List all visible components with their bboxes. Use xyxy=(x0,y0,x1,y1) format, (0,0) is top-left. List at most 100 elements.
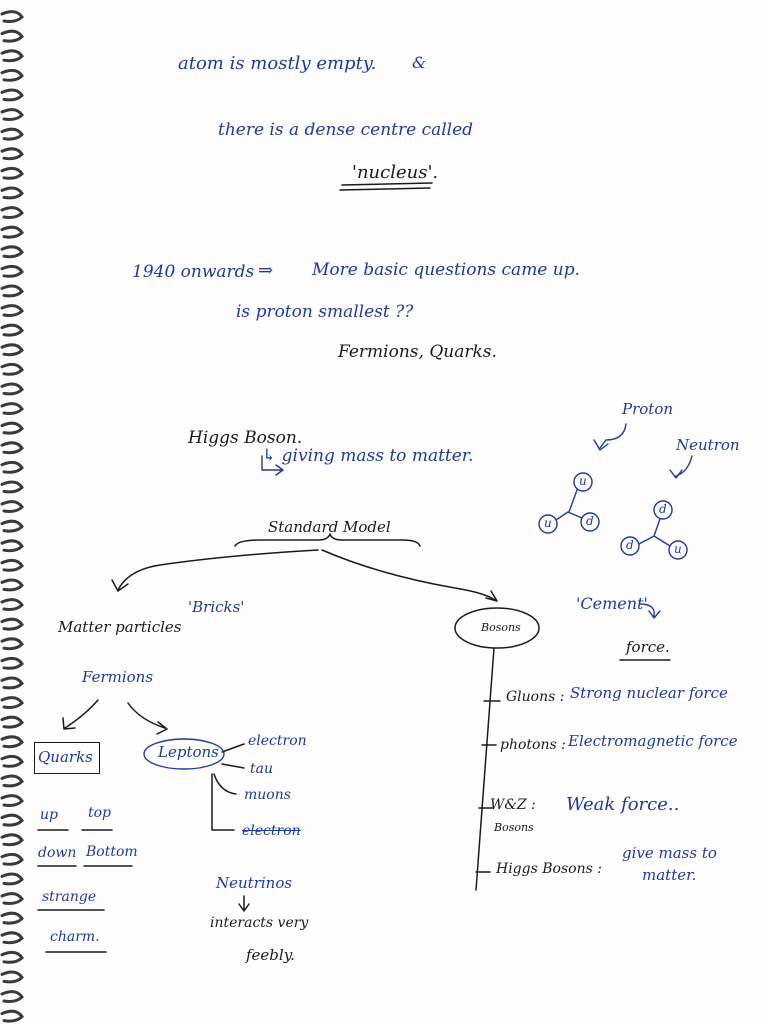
bricks-label: 'Bricks' xyxy=(188,598,245,616)
spiral-coil xyxy=(0,598,24,611)
spiral-coil xyxy=(0,49,24,63)
spiral-coil xyxy=(0,833,24,847)
lepton-branch-last xyxy=(211,773,235,831)
bosons-label: Bosons xyxy=(481,621,521,634)
boson-higgs-desc-2: matter. xyxy=(642,866,697,884)
spiral-coil xyxy=(0,108,24,121)
boson-higgs: Higgs Bosons : xyxy=(496,861,602,877)
matter-particles-label: Matter particles xyxy=(58,618,182,636)
note-atom-empty: atom is mostly empty. xyxy=(178,53,377,74)
neutron-bonds xyxy=(638,518,671,547)
spiral-coil xyxy=(0,578,24,592)
note-proton-smallest: is proton smallest ?? xyxy=(236,302,414,322)
proton-quark-right xyxy=(580,512,600,532)
spiral-coil xyxy=(0,852,24,866)
quarks-label: Quarks xyxy=(38,748,93,766)
spiral-coil xyxy=(0,813,24,827)
spiral-coil xyxy=(0,558,24,572)
spiral-coil xyxy=(0,1009,24,1023)
quark-down: down xyxy=(38,845,77,861)
spiral-coil xyxy=(0,500,24,513)
proton-quark-left xyxy=(538,514,558,534)
spiral-binding xyxy=(0,10,24,1023)
boson-wz-desc: Weak force.. xyxy=(566,794,680,815)
spiral-coil xyxy=(0,774,24,788)
proton-label: Proton xyxy=(622,400,674,418)
branch-right-curve xyxy=(321,549,496,601)
proton-bonds xyxy=(555,489,583,521)
spiral-coil xyxy=(0,68,24,82)
spiral-coil xyxy=(0,441,24,455)
fermions-label: Fermions xyxy=(82,668,154,686)
leptons-ellipse xyxy=(143,738,225,770)
spiral-coil xyxy=(0,460,24,474)
neutron-quark-u: u xyxy=(674,542,682,556)
spiral-coil xyxy=(0,696,24,709)
spiral-coil xyxy=(0,382,24,396)
standard-model-title: Standard Model xyxy=(268,518,391,536)
spiral-coil xyxy=(0,402,24,415)
spiral-coil xyxy=(0,362,24,376)
spiral-coil xyxy=(0,519,24,533)
neutron-quark-left xyxy=(620,536,640,556)
branch-right-arrowhead xyxy=(485,590,498,602)
neutron-quark-top xyxy=(653,500,673,520)
quark-bottom: Bottom xyxy=(86,844,138,860)
standard-model-brace xyxy=(234,533,421,547)
cement-label: 'Cement' xyxy=(576,594,648,613)
cement-arrow xyxy=(639,603,661,619)
note-implies-arrow: ⇒ xyxy=(258,260,274,281)
note-basic-questions: More basic questions came up. xyxy=(312,260,581,280)
quarks-box xyxy=(34,742,100,774)
spiral-coil xyxy=(0,911,24,925)
neutron-quark-d1: d xyxy=(659,502,667,516)
branch-left-arrowhead xyxy=(111,579,129,592)
neutron-arrow xyxy=(669,455,693,479)
spiral-coil xyxy=(0,970,24,984)
spiral-coil xyxy=(0,990,24,1003)
spiral-coil xyxy=(0,892,24,905)
spiral-coil xyxy=(0,872,24,886)
proton-quark-d: d xyxy=(586,514,594,528)
spiral-coil xyxy=(0,147,24,161)
neutron-quark-d2: d xyxy=(626,538,634,552)
quark-up: up xyxy=(40,807,58,823)
nucleus-underline xyxy=(339,182,433,191)
proton-arrow xyxy=(593,423,627,451)
note-giving-mass: ↳ giving mass to matter. xyxy=(262,446,474,466)
boson-wz-sub: Bosons xyxy=(494,821,534,834)
note-ampersand: & xyxy=(412,53,427,72)
fermions-arrow-right-head xyxy=(156,721,168,735)
neutrinos-note-2: feebly. xyxy=(246,946,295,964)
spiral-coil xyxy=(0,715,24,729)
spiral-coil xyxy=(0,206,24,219)
fermions-arrow-left xyxy=(64,699,99,729)
neutron-quark-right xyxy=(668,540,688,560)
spiral-coil xyxy=(0,284,24,298)
note-fermions-quarks: Fermions, Quarks. xyxy=(338,342,497,362)
spiral-coil xyxy=(0,127,24,141)
spiral-coil xyxy=(0,480,24,494)
proton-quark-u2: u xyxy=(544,516,552,530)
proton-quark-u1: u xyxy=(579,474,587,488)
spiral-coil xyxy=(0,735,24,749)
boson-photons-desc: Electromagnetic force xyxy=(568,732,738,750)
fermions-arrow-left-head xyxy=(62,717,76,730)
spiral-coil xyxy=(0,29,24,43)
lepton-branch-tau xyxy=(221,763,245,769)
spiral-coil xyxy=(0,10,24,23)
spiral-coil xyxy=(0,323,24,337)
spiral-coil xyxy=(0,264,24,278)
spiral-coil xyxy=(0,931,24,945)
note-year: 1940 onwards xyxy=(132,262,255,282)
spiral-coil xyxy=(0,656,24,670)
higgs-arrow xyxy=(261,455,284,476)
spiral-coil xyxy=(0,637,24,651)
spiral-coil xyxy=(0,343,24,357)
spiral-coil xyxy=(0,88,24,102)
spiral-coil xyxy=(0,676,24,690)
spiral-coil xyxy=(0,186,24,200)
neutrinos-note-1: interacts very xyxy=(210,915,309,931)
boson-wz: W&Z : xyxy=(490,797,536,813)
